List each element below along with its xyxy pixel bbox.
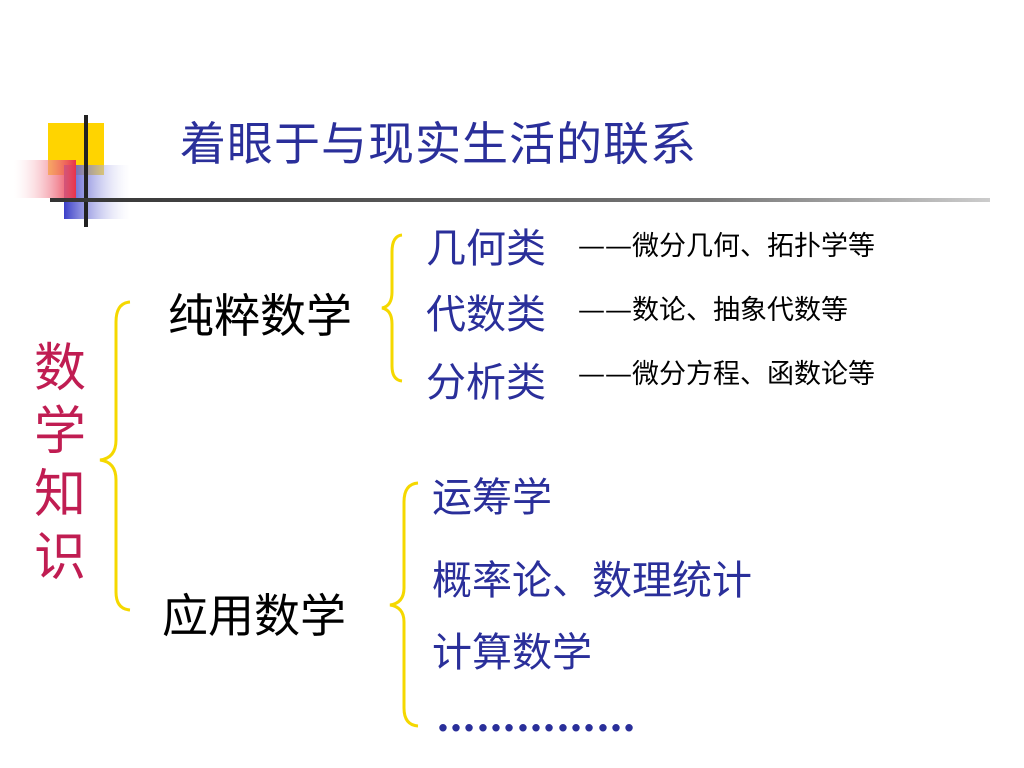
note-analysis: ——微分方程、函数论等 xyxy=(578,359,875,390)
subcategory-geometry: 几何类 xyxy=(426,226,546,272)
applied-math-brace xyxy=(389,481,419,728)
applied-item-probability-statistics: 概率论、数理统计 xyxy=(432,558,752,604)
root-node-label: 数学知识 xyxy=(33,339,86,588)
subcategory-algebra: 代数类 xyxy=(426,292,546,338)
slide-title: 着眼于与现实生活的联系 xyxy=(180,117,697,171)
subcategory-analysis: 分析类 xyxy=(426,360,546,406)
note-algebra: ——数论、抽象代数等 xyxy=(578,295,848,326)
applied-item-ellipsis: …………… xyxy=(436,694,636,741)
branch-pure-math: 纯粹数学 xyxy=(168,289,352,343)
applied-item-operations-research: 运筹学 xyxy=(432,475,552,521)
note-geometry: ——微分几何、拓扑学等 xyxy=(578,231,875,262)
root-brace xyxy=(99,300,131,612)
branch-applied-math: 应用数学 xyxy=(162,589,346,643)
applied-item-computational-math: 计算数学 xyxy=(432,630,592,676)
logo-vertical-line xyxy=(84,115,88,227)
logo-red-square xyxy=(14,160,76,198)
logo-icon xyxy=(14,115,130,227)
title-underline xyxy=(50,198,990,202)
pure-math-brace xyxy=(381,233,403,383)
